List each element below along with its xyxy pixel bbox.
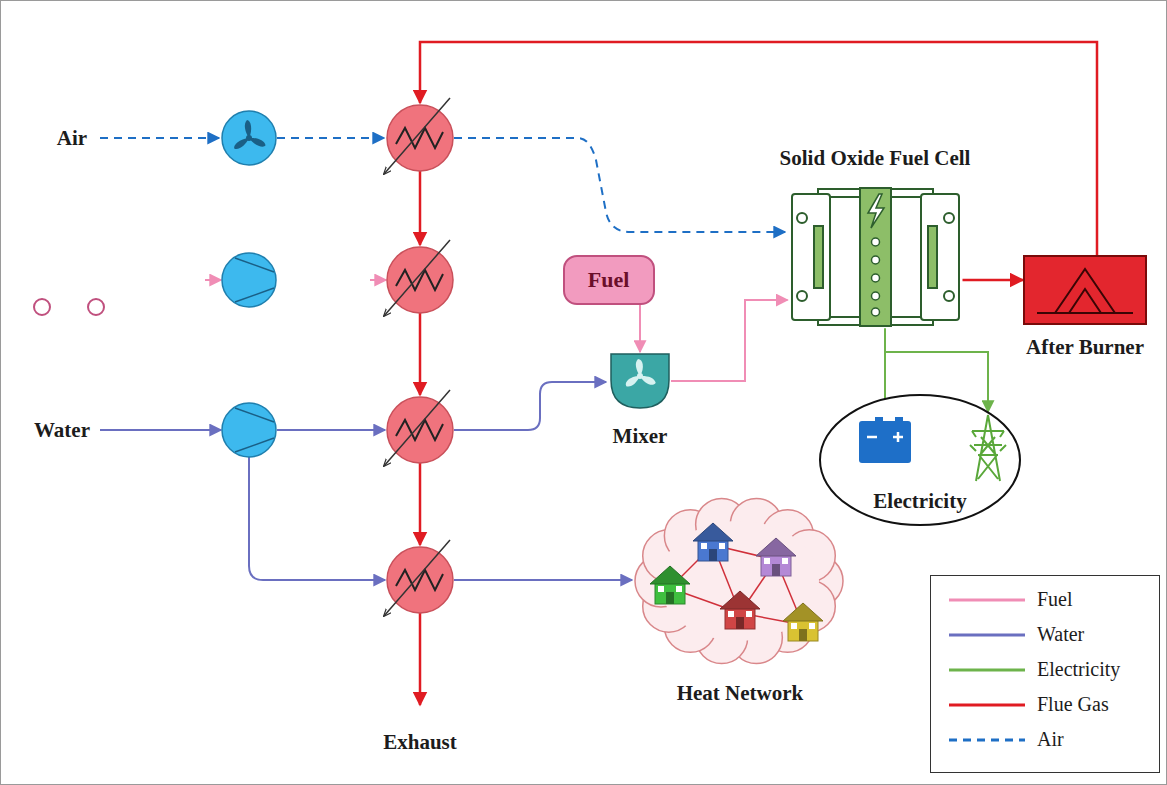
fuel-cell: Solid Oxide Fuel Cell [777,146,974,328]
legend-text: Air [1037,728,1064,751]
fuel-tank: Fuel [563,255,655,305]
fuel-cell-shape [788,186,963,328]
fuel-compressor [222,253,276,307]
legend-sample [949,699,1025,711]
legend-sample [949,629,1025,641]
house-icon [693,523,733,561]
pylon-icon [970,415,1006,481]
flow-connector [963,279,1024,282]
node-label: After Burner [1026,335,1144,359]
stream-label: Water [34,418,90,442]
tank-wheel [34,299,104,315]
legend-sample [949,734,1025,746]
legend-row: Flue Gas [931,687,1159,722]
legend-box: FuelWaterElectricityFlue GasAir [930,575,1160,773]
node-label: Mixer [613,424,668,448]
node-label: Electricity [873,489,966,513]
electricity-ellipse [820,395,1020,525]
water-pump [222,403,276,457]
legend-text: Fuel [1037,588,1073,611]
water-line [100,382,632,580]
legend-sample [949,594,1025,606]
fuel-cell-stack [792,188,959,326]
house-icon [756,538,796,576]
burner-box [1024,256,1146,324]
heat-network-shape [633,495,847,667]
legend-sample [949,664,1025,676]
legend-row: Electricity [931,652,1159,687]
node-label: Solid Oxide Fuel Cell [780,146,971,170]
flame-symbol [1037,269,1133,313]
after-burner: After Burner [1023,255,1147,359]
legend-text: Electricity [1037,658,1120,681]
heat-exchanger [384,540,453,616]
heat-exchanger [384,98,453,174]
mixer-bowl [611,354,669,408]
node-label: Heat Network [677,681,804,705]
house-icon [720,591,760,629]
stream-label: Exhaust [383,730,457,754]
heat-exchanger [384,390,453,466]
legend-text: Water [1037,623,1084,646]
battery-icon [859,417,911,463]
legend-row: Air [931,722,1159,757]
after-burner-shape [1023,255,1147,325]
heat-exchanger [384,240,453,316]
air-blower [222,111,276,165]
house-icon [650,566,690,604]
cloud-outline [635,498,843,663]
stream-label: Air [57,126,87,150]
legend-row: Water [931,617,1159,652]
heat-network: Heat Network [633,495,847,705]
mixer-shape [609,352,671,410]
node-label: Fuel [588,267,630,292]
legend-row: Fuel [931,582,1159,617]
flow-connector [671,300,788,381]
electricity-group: Electricity [818,393,1022,527]
house-icon [783,603,823,641]
legend-text: Flue Gas [1037,693,1109,716]
mixer: Mixer [609,352,671,448]
mixer-fan [624,359,657,388]
